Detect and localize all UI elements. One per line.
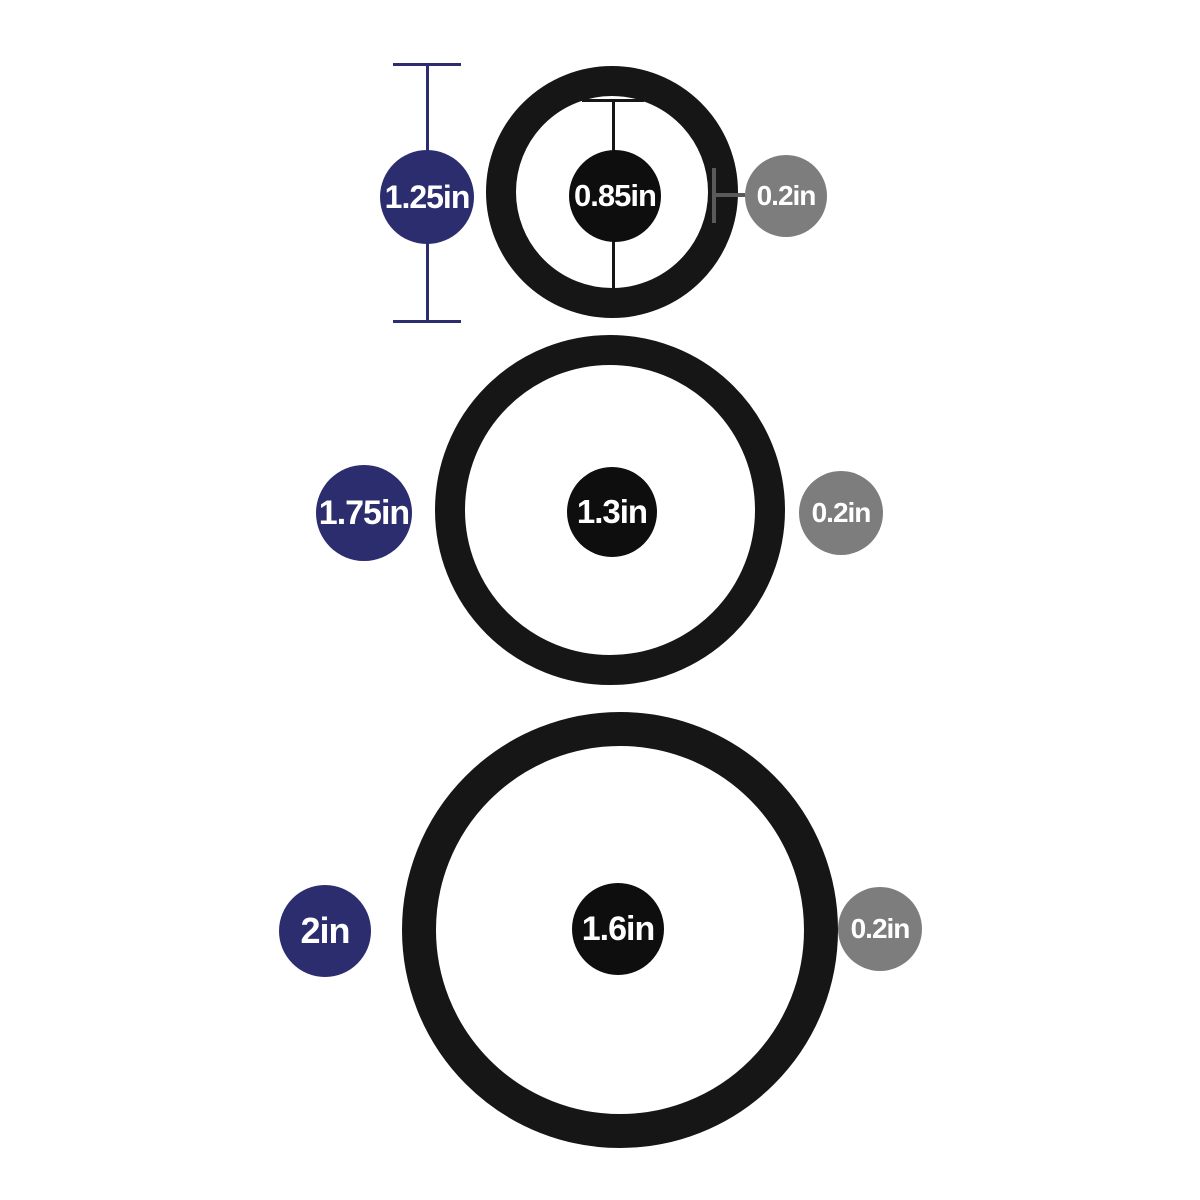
outer-diameter-badge-small: 1.25in [380,150,474,244]
thickness-measure-line [716,193,745,197]
inner-diameter-badge-large: 1.6in [572,883,664,975]
thickness-badge-large: 0.2in [838,887,922,971]
outer-diameter-measure-cap-bottom [393,320,461,323]
inner-diameter-measure-cap-top [582,99,644,102]
outer-diameter-badge-large: 2in [279,885,371,977]
thickness-badge-small: 0.2in [745,155,827,237]
thickness-measure-tick [712,168,716,223]
inner-diameter-badge-small: 0.85in [569,150,661,242]
thickness-badge-medium: 0.2in [799,471,883,555]
outer-diameter-badge-medium: 1.75in [316,465,412,561]
inner-diameter-badge-medium: 1.3in [567,467,657,557]
outer-diameter-measure-cap-top [393,63,461,66]
inner-diameter-measure-cap-bottom [582,288,644,291]
